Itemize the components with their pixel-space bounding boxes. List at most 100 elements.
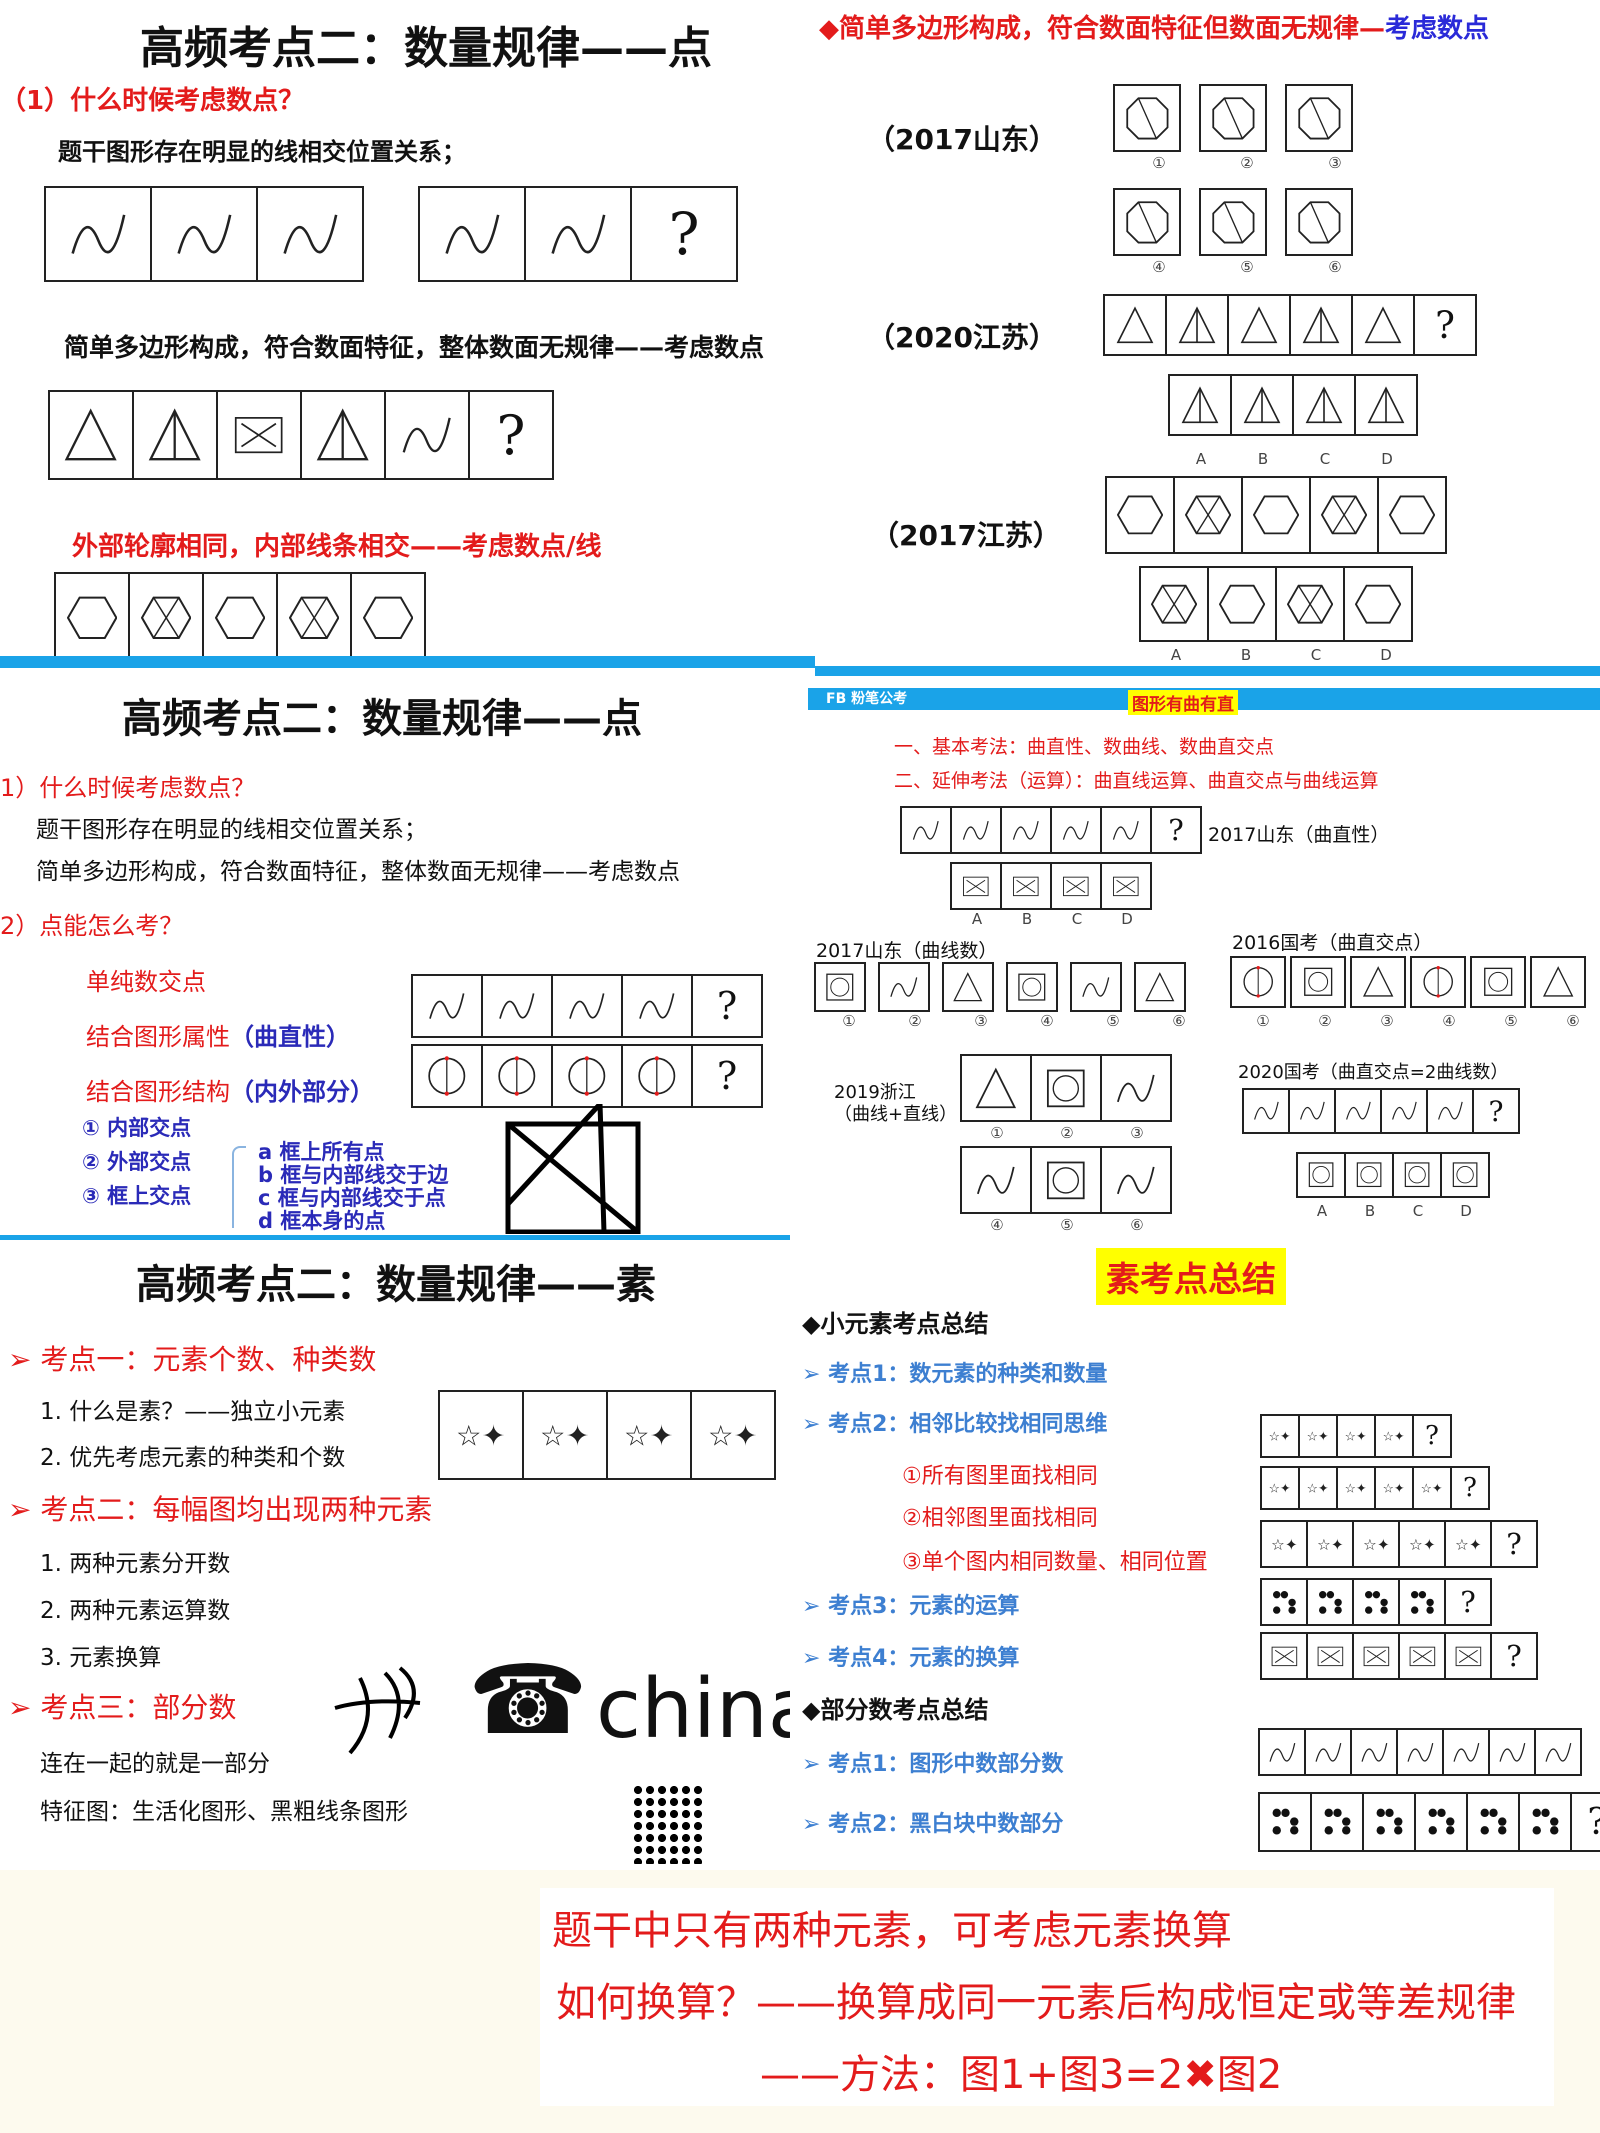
element-figure-icon: ☆✦ xyxy=(1421,1481,1443,1496)
curve-figure-cell xyxy=(1050,806,1102,854)
option-figure-icon xyxy=(1308,1162,1334,1188)
figure-row: ? xyxy=(48,390,554,480)
intersect-figure-cell xyxy=(1410,956,1466,1008)
slide-elements-summary: 素考点总结 ◆小元素考点总结 ➢ 考点1：数元素的种类和数量 ➢ 考点2：相邻比… xyxy=(794,1244,1600,1870)
question-mark-cell: ? xyxy=(691,1044,763,1108)
figure-label: A xyxy=(971,910,983,928)
curve-figure-cell xyxy=(1100,1054,1172,1122)
example-label: 2019浙江 xyxy=(834,1082,916,1103)
intersect-figure-icon xyxy=(1303,967,1333,997)
element-figure-icon xyxy=(1455,1646,1481,1666)
part-figure-cell xyxy=(1258,1728,1306,1776)
figure-label: ① xyxy=(990,1124,1004,1142)
hexagon-figure-icon xyxy=(1388,495,1436,535)
element-figure-icon xyxy=(1317,1646,1343,1666)
grid-figure-icon xyxy=(1480,1809,1506,1835)
figure-label: ① xyxy=(1152,154,1166,172)
curve-dot-figure-icon xyxy=(429,993,465,1019)
figure-label: ③ xyxy=(974,1012,988,1030)
text-line: 特征图：生活化图形、黑粗线条图形 xyxy=(40,1799,408,1825)
figure-row: ☆✦☆✦☆✦☆✦? xyxy=(1260,1414,1452,1458)
bullet-icon: ➢ xyxy=(802,1362,821,1387)
polygon-figure-cell xyxy=(1199,188,1267,256)
circle-dot-figure-cell xyxy=(411,1044,483,1108)
element-figure-icon: ☆✦ xyxy=(1383,1481,1405,1496)
hexagon-figure-icon xyxy=(288,596,340,640)
option-figure-cell xyxy=(1440,1152,1490,1198)
curve-figure-cell xyxy=(1030,1146,1102,1214)
line-figure-icon xyxy=(282,214,338,254)
slide-bottom-bar xyxy=(0,1235,790,1240)
sub-point: ①所有图里面找相同 xyxy=(902,1464,1098,1489)
grid-figure-cell xyxy=(1414,1792,1468,1852)
curve-figure-icon xyxy=(1013,820,1039,840)
method-label: 结合图形属性 xyxy=(86,1023,230,1051)
svg-text:☆✦: ☆✦ xyxy=(1317,1536,1344,1554)
intersect-figure-cell xyxy=(1470,956,1526,1008)
text-line: 连在一起的就是一部分 xyxy=(40,1751,270,1777)
polygon-figure-icon xyxy=(1297,200,1341,244)
element-figure-icon xyxy=(1271,1646,1297,1666)
figure-label: C xyxy=(1071,910,1083,928)
brace xyxy=(232,1146,246,1228)
polygon-figure-icon xyxy=(149,408,201,461)
line-figure-icon xyxy=(444,214,500,254)
element-figure-cell: ☆✦ xyxy=(1398,1520,1446,1568)
section-heading: ◆小元素考点总结 xyxy=(802,1310,989,1338)
polygon-figure-cell xyxy=(1113,188,1181,256)
curve-figure-icon xyxy=(1018,973,1046,1001)
figure-label: ③ xyxy=(1380,1012,1394,1030)
point-text: 考点4：元素的换算 xyxy=(828,1646,1020,1671)
element-figure-icon: ☆✦ xyxy=(1345,1429,1367,1444)
triangle-figure-cell xyxy=(1354,374,1418,436)
element-figure-cell xyxy=(1444,1632,1492,1680)
bullet-icon: ➢ xyxy=(802,1812,821,1837)
element-figure-cell: ☆✦ xyxy=(1352,1520,1400,1568)
question-mark: ? xyxy=(1463,1473,1477,1503)
curve-figure-cell xyxy=(1006,962,1058,1012)
triangle-figure-icon xyxy=(1240,306,1278,343)
intersect-figure-cell xyxy=(1334,1088,1382,1134)
figure-row: ? xyxy=(1242,1088,1520,1134)
polygon-figure-cell xyxy=(132,390,218,480)
method-label: 结合图形结构 xyxy=(86,1078,230,1106)
figure-label: D xyxy=(1121,910,1133,928)
element-figure-icon: ☆✦ xyxy=(1271,1536,1298,1554)
part-figure-icon xyxy=(1269,1742,1295,1762)
banner-line: ——方法：图1+图3=2✖图2 xyxy=(760,2052,1283,2098)
curve-figure-icon xyxy=(953,972,983,1002)
hexagon-figure-cell xyxy=(350,572,426,664)
question-mark: ? xyxy=(1587,1802,1600,1843)
curve-figure-cell xyxy=(942,962,994,1012)
figure-row: ☆✦☆✦☆✦☆✦☆✦? xyxy=(1260,1466,1490,1510)
hexagon-figure-cell xyxy=(1309,476,1379,554)
element-figure-icon: ☆✦ xyxy=(624,1418,674,1452)
curve-figure-cell xyxy=(1134,962,1186,1012)
figure-row xyxy=(1139,566,1413,642)
polygon-figure-cell xyxy=(384,390,470,480)
slide-curve-straight: FB 粉笔公考 图形有曲有直 一、基本考法：曲直性、数曲线、数曲直交点 二、延伸… xyxy=(808,688,1600,1240)
intersect-figure-cell xyxy=(1288,1088,1336,1134)
part-figure-icon xyxy=(1499,1742,1525,1762)
sub-item: c 框与内部线交于点 xyxy=(258,1186,446,1210)
point-heading: ➢ 考点一：元素个数、种类数 xyxy=(8,1338,376,1378)
point-heading: ➢ 考点三：部分数 xyxy=(8,1686,236,1726)
element-figure-icon: ☆✦ xyxy=(1345,1481,1367,1496)
figure-row xyxy=(1296,1152,1490,1198)
svg-text:☆✦: ☆✦ xyxy=(1409,1536,1436,1554)
text-line: 简单多边形构成，符合数面特征，整体数面无规律——考虑数点 xyxy=(64,333,765,362)
figure-label: B xyxy=(1240,646,1252,664)
polygon-figure-cell xyxy=(216,390,302,480)
intersect-figure-icon xyxy=(1243,966,1273,998)
svg-text:☆✦: ☆✦ xyxy=(1421,1481,1443,1496)
polygon-figure-icon xyxy=(1297,96,1341,140)
option-figure-icon xyxy=(1356,1162,1382,1188)
example-label: 2016国考（曲直交点） xyxy=(1232,932,1433,954)
text-line: 1. 两种元素分开数 xyxy=(40,1551,231,1577)
question-mark: ? xyxy=(1425,1421,1439,1451)
line-figure-icon xyxy=(550,214,606,254)
telephone-icon: ☎ xyxy=(468,1644,588,1756)
